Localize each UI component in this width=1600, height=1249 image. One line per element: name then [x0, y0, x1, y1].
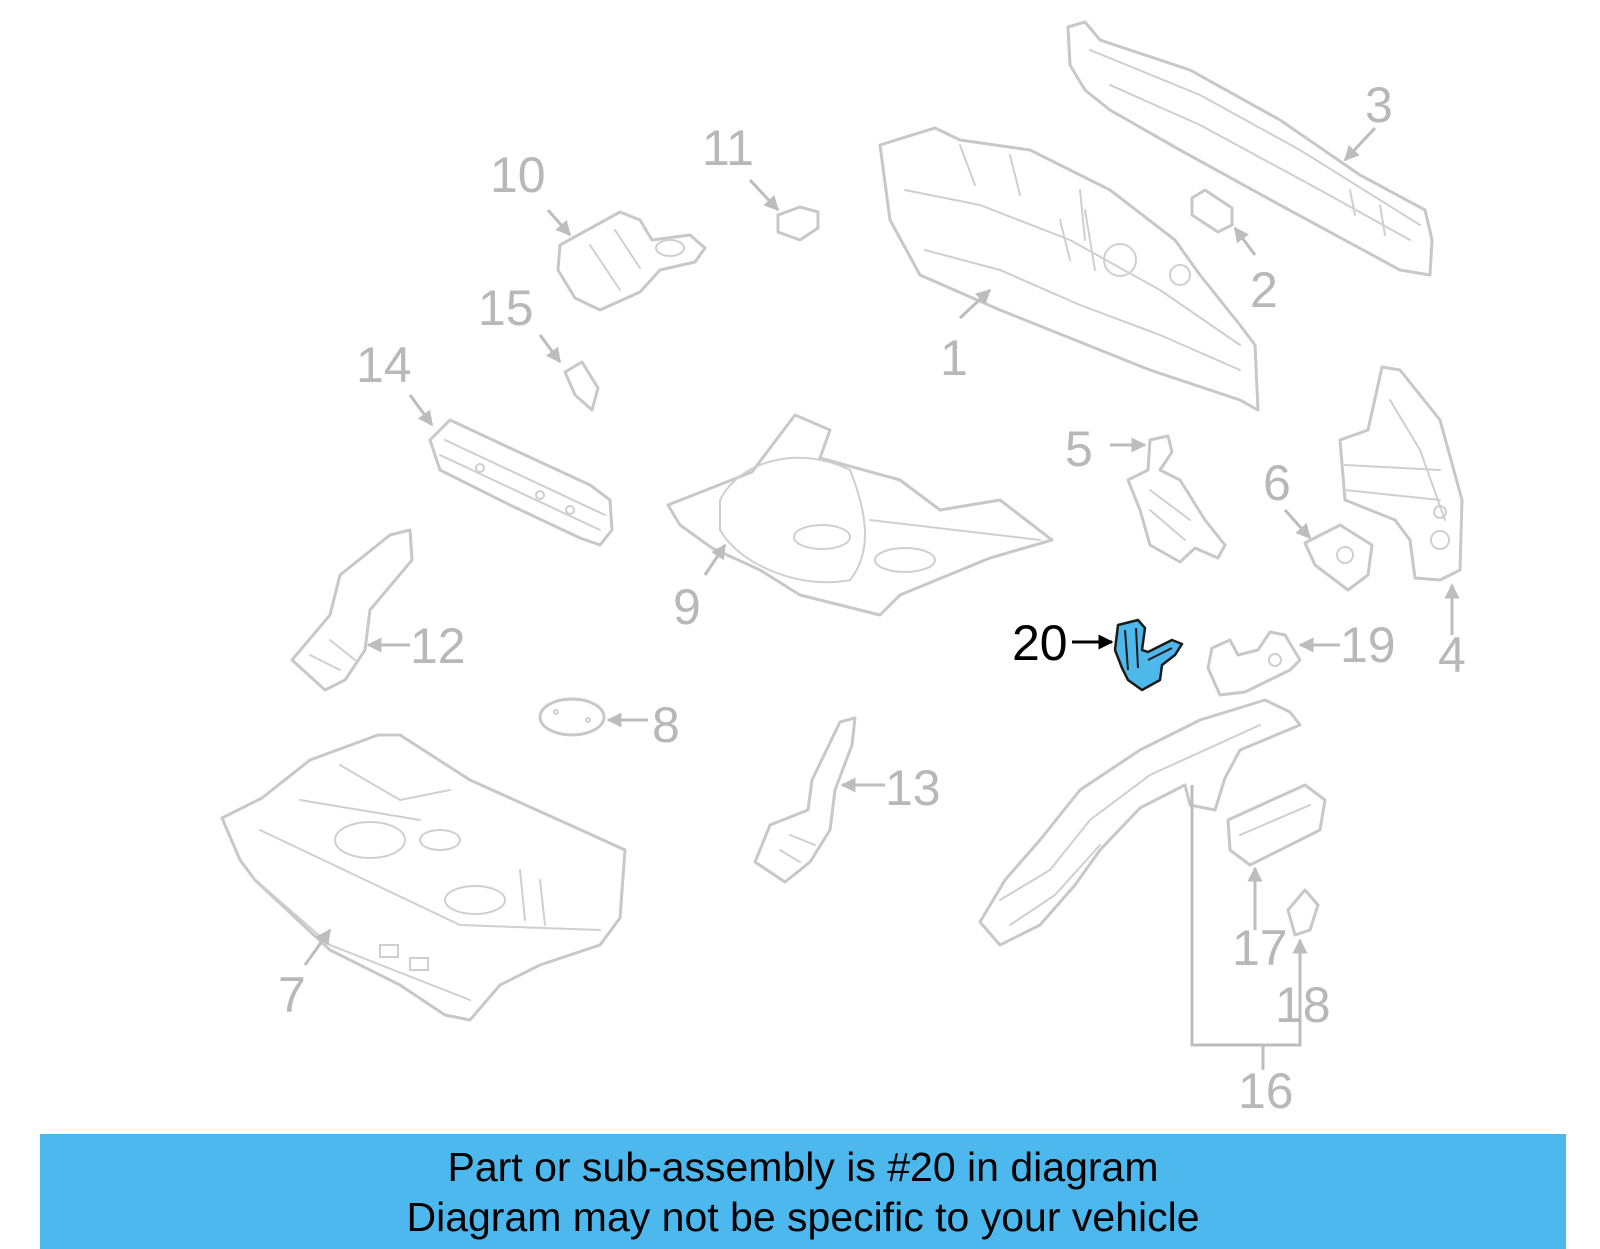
part-12-pillar [290, 528, 414, 692]
part-7-floor-pan [220, 733, 627, 1022]
callout-12: 12 [410, 618, 466, 674]
callout-9: 9 [673, 579, 701, 635]
part-13-pillar [753, 716, 857, 884]
callout-4: 4 [1438, 627, 1466, 683]
banner-line-1: Part or sub-assembly is #20 in diagram [447, 1143, 1159, 1190]
banner-line-2: Diagram may not be specific to your vehi… [406, 1193, 1200, 1240]
part-6-bracket [1303, 523, 1374, 592]
leader-6 [1283, 509, 1312, 540]
callout-16: 16 [1238, 1063, 1294, 1119]
part-14-rail [428, 418, 614, 547]
leader-3 [1343, 126, 1377, 162]
part-16-side-member [978, 698, 1302, 947]
callout-labels: 1 2 3 4 5 6 7 8 9 10 11 12 13 14 15 16 1… [278, 77, 1466, 1119]
callout-2: 2 [1250, 262, 1278, 318]
callout-11: 11 [702, 120, 754, 176]
callout-20: 20 [1012, 615, 1068, 671]
part-1-rear-panel [878, 126, 1260, 412]
part-10-bracket [556, 210, 707, 312]
part-11-plug [776, 205, 820, 242]
leader-10 [546, 209, 572, 237]
callout-8: 8 [652, 697, 680, 753]
leader-lines [303, 126, 1460, 1070]
leader-16 [1190, 785, 1308, 1047]
callout-13: 13 [885, 760, 941, 816]
leader-14 [408, 394, 434, 427]
callout-10: 10 [490, 147, 546, 203]
callout-15: 15 [478, 280, 534, 336]
callout-17: 17 [1232, 920, 1288, 976]
leader-7 [303, 928, 332, 966]
callout-3: 3 [1365, 77, 1393, 133]
part-4-inner-panel [1338, 365, 1464, 582]
callout-1: 1 [940, 330, 968, 386]
part-17-bracket [1226, 783, 1327, 867]
part-9-spare-well [666, 413, 1054, 617]
leader-11 [748, 178, 780, 212]
callout-19: 19 [1340, 617, 1396, 673]
leader-2 [1233, 226, 1257, 256]
leader-15 [538, 334, 562, 364]
part-2-clip [1190, 188, 1234, 234]
part-18-clip [1286, 888, 1320, 937]
info-banner: Part or sub-assembly is #20 in diagram D… [40, 1134, 1566, 1249]
callout-18: 18 [1275, 977, 1331, 1033]
part-8-grommet [538, 697, 606, 737]
part-5-bracket [1126, 434, 1227, 564]
callout-6: 6 [1263, 455, 1291, 511]
part-20-bracket-highlighted [1113, 618, 1184, 692]
callout-7: 7 [278, 967, 306, 1023]
part-15-clip [563, 360, 600, 412]
part-19-bracket [1206, 630, 1302, 697]
part-3-rail [1066, 20, 1434, 277]
callout-5: 5 [1065, 421, 1093, 477]
leader-1 [958, 288, 992, 320]
callout-14: 14 [356, 337, 412, 393]
leader-9 [703, 543, 727, 576]
